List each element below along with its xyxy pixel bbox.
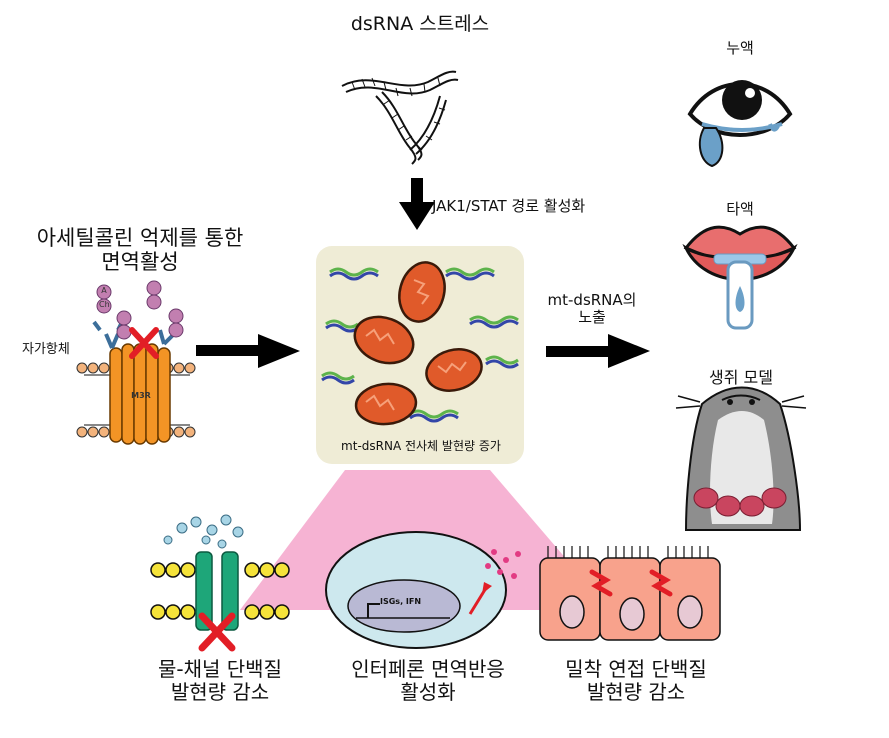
acetylcholine-label-line2: 면역활성 [101, 250, 179, 275]
panel-caption: mt-dsRNA 전사체 발현량 증가 [341, 439, 501, 453]
dsrna-stress-label: dsRNA 스트레스 [350, 13, 490, 35]
autoantibody-label: 자가항체 [22, 342, 70, 357]
saliva-label: 타액 [726, 200, 754, 218]
tight-junction-line1: 밀착 연접 단백질 [565, 657, 707, 681]
receptor-icon [109, 343, 171, 445]
interferon-line1: 인터페론 면역반응 [351, 657, 505, 681]
water-channel-label: 물-채널 단백질 발현량 감소 [120, 658, 320, 704]
mt-exposure-line2: 노출 [578, 308, 606, 327]
microvilli [547, 546, 709, 558]
tight-junction-label: 밀착 연접 단백질 발현량 감소 [516, 658, 756, 704]
interferon-label: 인터페론 면역반응 활성화 [308, 658, 548, 704]
mouse-icon [675, 386, 807, 531]
arrow-icon [196, 334, 300, 368]
tight-junction-line2: 발현량 감소 [586, 680, 686, 704]
arrow-icon [399, 178, 435, 230]
eye-icon [687, 80, 793, 168]
red-x-icon [198, 612, 236, 652]
mt-exposure-label: mt-dsRNA의 노출 [540, 291, 644, 327]
water-molecules [163, 514, 244, 549]
interferon-line2: 활성화 [400, 680, 456, 704]
epithelium-icon [539, 557, 721, 641]
mito-cristae [365, 279, 467, 411]
isg-ifn-label: ISGs, IFN [380, 597, 422, 606]
red-x-icon [589, 569, 673, 597]
red-x-icon [129, 327, 159, 359]
water-channel-line2: 발현량 감소 [170, 680, 270, 704]
m3r-label: M3R [131, 391, 151, 400]
acetylcholine-label-line1: 아세틸콜린 억제를 통한 [36, 226, 244, 250]
mitochondria-icon [353, 261, 483, 426]
ifn-dots [485, 549, 521, 579]
dsrna-rungs [351, 77, 446, 151]
mouse-model-label: 생쥐 모델 [709, 368, 773, 387]
channel-icon [195, 551, 239, 631]
ach-ch-label: Ch [99, 300, 110, 309]
arrow-icon [546, 334, 650, 368]
water-channel-line1: 물-채널 단백질 [158, 657, 282, 681]
membrane-bottom-left [150, 562, 290, 620]
cell-icon [325, 531, 507, 649]
acetylcholine-label: 아세틸콜린 억제를 통한 면역활성 [20, 226, 260, 274]
lips-icon [682, 225, 798, 330]
tears-label: 누액 [726, 39, 754, 57]
jak-stat-label: JAK1/STAT 경로 활성화 [432, 197, 586, 215]
acetylcholine-icon [96, 280, 184, 340]
ach-a-label: A [101, 286, 107, 295]
mt-exposure-line1: mt-dsRNA의 [547, 291, 637, 309]
dsrna-squiggles [321, 267, 519, 423]
dsrna-helix-icon [341, 70, 459, 165]
